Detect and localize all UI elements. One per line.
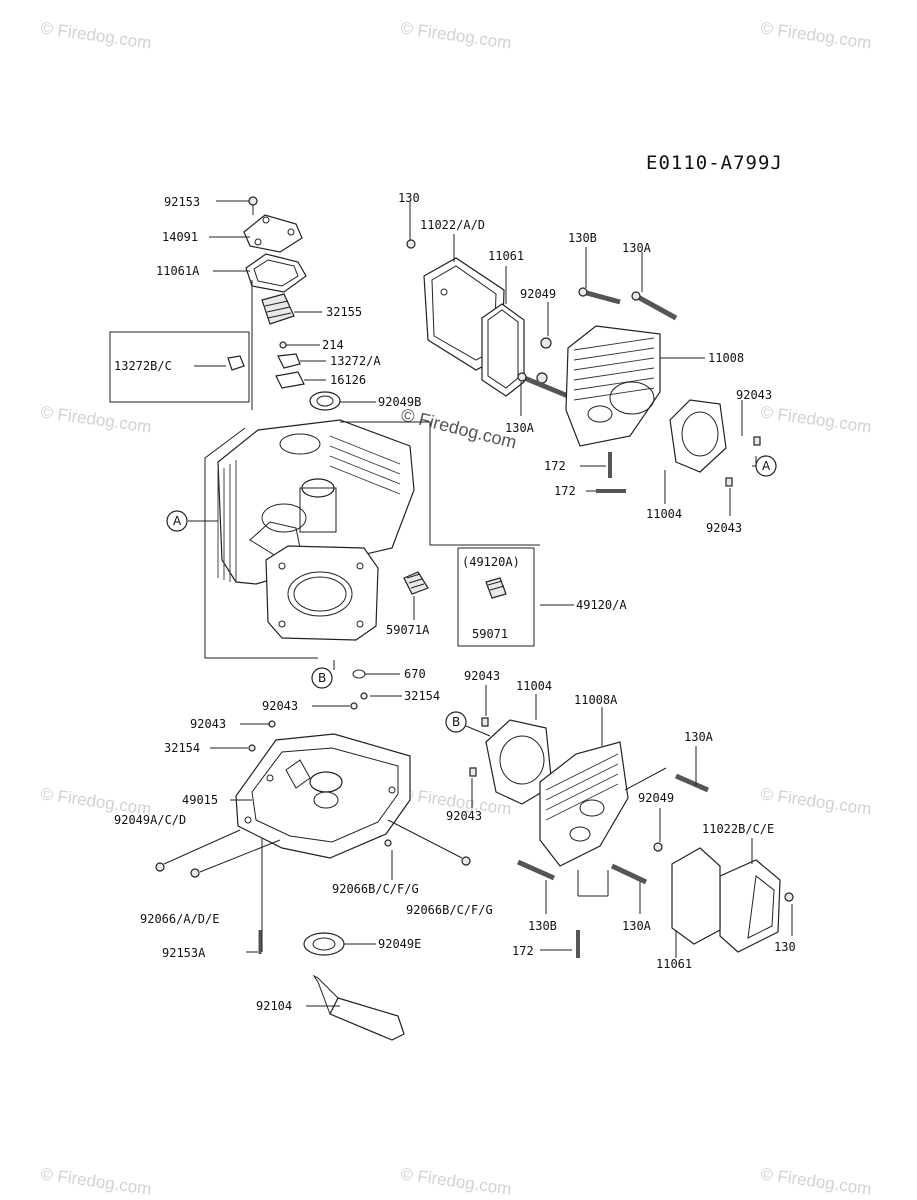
part-label: 11061 xyxy=(488,249,524,263)
bolt-130B xyxy=(578,287,621,305)
variant-box-49120A xyxy=(457,547,535,647)
rocker-cover-11022BCE xyxy=(719,859,781,953)
bolt-130 xyxy=(406,239,416,249)
cylinder-head-11008 xyxy=(565,325,661,447)
bolt-92153 xyxy=(248,196,258,215)
part-label: 92043 xyxy=(190,717,226,731)
part-label: 49015 xyxy=(182,793,218,807)
part-label: 130 xyxy=(398,191,420,205)
part-label: 11008A xyxy=(574,693,618,707)
part-label: 130A xyxy=(622,241,652,255)
plate-16126 xyxy=(275,371,305,389)
part-label: 11061 xyxy=(656,957,692,971)
part-label: 92049 xyxy=(520,287,556,301)
part-label: 92043 xyxy=(262,699,298,713)
diagram-code: E0110-A799J xyxy=(646,152,783,174)
callout-A-right: A xyxy=(755,455,777,477)
part-label: 92153A xyxy=(162,946,206,960)
svg-text:A: A xyxy=(762,459,771,473)
part-label: 172 xyxy=(544,459,566,473)
sealant-tube-92104 xyxy=(312,974,405,1041)
variant-box-13272BC xyxy=(109,331,250,403)
ring-670 xyxy=(352,669,366,679)
part-label: 92049E xyxy=(378,937,421,951)
svg-text:B: B xyxy=(318,671,326,685)
bolt-130A xyxy=(631,291,678,321)
plate-13272A xyxy=(277,353,301,369)
washer-92049 xyxy=(540,337,552,349)
part-label: 13272B/C xyxy=(114,359,172,373)
part-label: 214 xyxy=(322,338,344,352)
callout-B-lower: B xyxy=(445,711,467,733)
part-label: 130 xyxy=(774,940,796,954)
bolt-130A-left xyxy=(517,372,569,399)
part-label: 11004 xyxy=(516,679,552,693)
part-label: 130A xyxy=(505,421,535,435)
callout-B-upper: B xyxy=(311,667,333,689)
cylinder-head-11008A xyxy=(539,741,629,867)
breather-cover-14091 xyxy=(243,214,303,253)
svg-text:B: B xyxy=(452,715,460,729)
part-label: 92049 xyxy=(638,791,674,805)
part-label: 32155 xyxy=(326,305,362,319)
part-label: 59071 xyxy=(472,627,508,641)
gasket-11061-lower xyxy=(671,847,721,945)
part-label: 11061A xyxy=(156,264,200,278)
part-labels: 92153 14091 11061A 32155 214 13272B/C 13… xyxy=(114,191,796,1013)
svg-text:A: A xyxy=(173,514,182,528)
part-label: 14091 xyxy=(162,230,198,244)
part-label: 16126 xyxy=(330,373,366,387)
reed-valve-32155 xyxy=(261,293,295,325)
gasket-11061 xyxy=(481,303,525,397)
part-label: 172 xyxy=(554,484,576,498)
part-label: 13272/A xyxy=(330,354,381,368)
part-label: 92066B/C/F/G xyxy=(406,903,493,917)
screw-214 xyxy=(279,341,287,349)
part-label: 172 xyxy=(512,944,534,958)
part-label: 92104 xyxy=(256,999,292,1013)
part-label: 11022B/C/E xyxy=(702,822,774,836)
oil-seal-92049E xyxy=(303,932,345,956)
part-label: 92153 xyxy=(164,195,200,209)
part-label: 92049A/C/D xyxy=(114,813,186,827)
part-label: 11008 xyxy=(708,351,744,365)
part-label: 92043 xyxy=(464,669,500,683)
part-label: 670 xyxy=(404,667,426,681)
part-label: (49120A) xyxy=(462,555,520,569)
part-label: 49120/A xyxy=(576,598,627,612)
spring-59071A xyxy=(403,571,429,595)
part-label: 130A xyxy=(684,730,714,744)
part-label: 130A xyxy=(622,919,652,933)
part-label: 92043 xyxy=(706,521,742,535)
part-label: 92049B xyxy=(378,395,421,409)
part-label: 92043 xyxy=(736,388,772,402)
crankcase-cover-49015 xyxy=(235,733,411,859)
oil-seal-92049B xyxy=(309,391,341,411)
spring-59071 xyxy=(485,577,507,599)
part-label: 92066B/C/F/G xyxy=(332,882,419,896)
bolt-130A-lower xyxy=(674,773,710,793)
callout-A-left: A xyxy=(166,510,188,532)
dowel-pin-92043 xyxy=(753,436,761,446)
part-label: 130B xyxy=(528,919,557,933)
part-label: 32154 xyxy=(404,689,440,703)
part-label: 11022/A/D xyxy=(420,218,485,232)
part-label: 32154 xyxy=(164,741,200,755)
part-label: 130B xyxy=(568,231,597,245)
part-label: 92066/A/D/E xyxy=(140,912,219,926)
crankcase xyxy=(217,419,415,641)
part-label: 11004 xyxy=(646,507,682,521)
part-label: 59071A xyxy=(386,623,430,637)
part-label: 92043 xyxy=(446,809,482,823)
watermark: © Firedog.com xyxy=(399,404,519,452)
leader-lines xyxy=(163,200,793,1007)
